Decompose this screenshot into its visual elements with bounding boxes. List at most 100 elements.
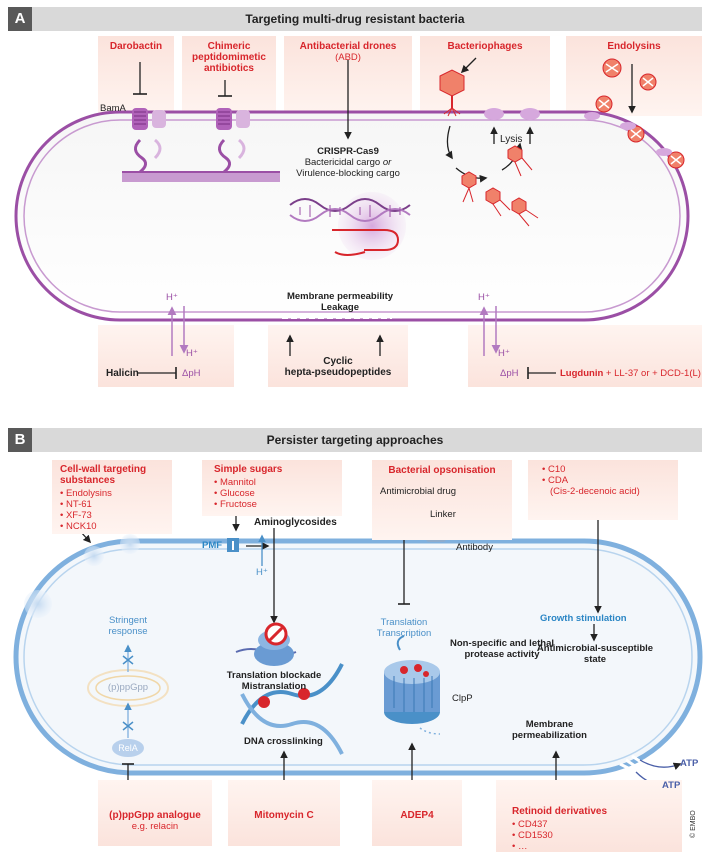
cyclic-text: Cyclic hepta-pseudopeptides <box>268 356 408 378</box>
membrane-perm-line-2: permeabilization <box>512 730 587 741</box>
lysis-bumps <box>484 108 540 120</box>
bama-label: BamA <box>100 103 126 114</box>
panel-a-header: A Targeting multi-drug resistant bacteri… <box>8 7 702 31</box>
membrane-line-2: Leakage <box>320 302 360 313</box>
phage-icon <box>439 69 465 117</box>
inner-membrane-segment <box>122 172 280 182</box>
crispr-title: CRISPR-Cas9 <box>317 146 379 157</box>
credit-text: © EMBO <box>690 810 697 838</box>
bama-protein-1 <box>132 108 166 174</box>
chimeric-line-1: Chimeric <box>207 41 251 52</box>
panel-a-title: Targeting multi-drug resistant bacteria <box>245 12 465 26</box>
c10-list: C10 CDA <box>542 464 678 486</box>
translation-blockade-text: Translation blockade Mistranslation <box>216 670 332 692</box>
clpp-icon <box>384 635 441 735</box>
retinoid-list: CD437 CD1530 … <box>512 819 682 852</box>
h-plus-top-right: H⁺ <box>478 292 490 303</box>
transcription-label: Transcription <box>376 628 432 639</box>
crispr-text: CRISPR-Cas9 Bactericidal cargo or Virule… <box>282 146 414 179</box>
mitomycin-label: Mitomycin C <box>254 810 314 821</box>
retinoid-item: CD437 <box>512 819 682 830</box>
growth-stimulation-label: Growth stimulation <box>540 613 627 624</box>
stringent-line-2: response <box>108 626 148 637</box>
sugars-item: Fructose <box>214 499 342 510</box>
h-plus-bottom-right: H⁺ <box>498 348 510 359</box>
atp-label-1: ATP <box>680 758 699 769</box>
mistranslation: Mistranslation <box>241 681 307 692</box>
atp-label-2: ATP <box>662 780 681 791</box>
panel-b-letter: B <box>8 428 32 452</box>
linker-label: Linker <box>430 509 456 520</box>
translation-transcription-text: Translation Transcription <box>368 617 440 639</box>
halicin-box <box>98 325 234 387</box>
lugdunin-box <box>468 325 702 387</box>
susceptible-line-1: Antimicrobial-susceptible <box>536 643 654 654</box>
susceptible-line-2: state <box>583 654 607 665</box>
nonspecific-text: Non-specific and lethal protease activit… <box>434 638 570 660</box>
sugars-item: Mannitol <box>214 477 342 488</box>
endolysins-box: Endolysins <box>566 36 702 116</box>
translation-label: Translation <box>380 617 428 628</box>
opsonisation-title: Bacterial opsonisation <box>388 465 496 476</box>
cellwall-item: XF-73 <box>60 510 172 521</box>
adep4-box: ADEP4 <box>372 780 462 846</box>
delta-ph-right: ΔpH <box>500 368 519 379</box>
crispr-or: or <box>382 157 392 168</box>
crispr-line-2: Bactericidal cargo <box>304 157 381 168</box>
cyclic-line-1: Cyclic <box>323 356 353 367</box>
retinoid-title: Retinoid derivatives <box>512 806 608 817</box>
translation-blockade: Translation blockade <box>226 670 322 681</box>
lugdunin-label: Lugdunin <box>560 368 604 379</box>
sugars-list: Mannitol Glucose Fructose <box>214 477 342 510</box>
dna-crosslinking-label: DNA crosslinking <box>244 736 323 747</box>
retinoid-box: Retinoid derivatives CD437 CD1530 … <box>496 780 682 852</box>
h-plus-b: H⁺ <box>256 567 268 578</box>
drones-subtitle: (ABD) <box>335 52 361 63</box>
cellwall-title-2: substances <box>60 475 116 486</box>
lugdunin-rest: + LL-37 or + DCD-1(L) <box>603 368 701 379</box>
lysis-label: Lysis <box>500 134 523 145</box>
lugdunin-text: Lugdunin + LL-37 or + DCD-1(L) <box>560 368 701 379</box>
crispr-line-3: Virulence-blocking cargo <box>296 168 400 179</box>
stringent-line-1: Stringent <box>108 615 148 626</box>
rela-label: RelA <box>118 743 138 753</box>
retinoid-item: CD1530 <box>512 830 682 841</box>
antibody-label: Antibody <box>456 542 493 553</box>
membrane-perm-line-1: Membrane <box>525 719 574 730</box>
opsonisation-box: Bacterial opsonisation <box>372 460 512 540</box>
nonspecific-line-2: protease activity <box>464 649 540 660</box>
cyclic-line-2: hepta-pseudopeptides <box>284 367 392 378</box>
c10-item-sub: (Cis-2-decenoic acid) <box>550 486 640 497</box>
endolysins-label: Endolysins <box>607 41 661 52</box>
mitomycin-box: Mitomycin C <box>228 780 340 846</box>
chimeric-box: Chimeric peptidomimetic antibiotics <box>182 36 276 116</box>
pmf-label: PMF <box>202 540 223 551</box>
progeny-phages <box>461 145 539 227</box>
nonspecific-line-1: Non-specific and lethal <box>450 638 554 649</box>
sugars-box: Simple sugars Mannitol Glucose Fructose <box>202 460 342 516</box>
darobactin-box: Darobactin <box>98 36 174 116</box>
cellwall-item: NT-61 <box>60 499 172 510</box>
chimeric-line-3: antibiotics <box>203 63 254 74</box>
cellwall-item: NCK10 <box>60 521 172 532</box>
cellwall-title-1: Cell-wall targeting <box>60 464 147 475</box>
ppgpp-label: (p)ppGpp <box>107 682 149 693</box>
adep4-label: ADEP4 <box>400 810 434 821</box>
endolysin-icons <box>584 58 685 169</box>
panel-a-letter: A <box>8 7 32 31</box>
drones-title: Antibacterial drones <box>299 41 397 52</box>
panel-b-cell <box>13 538 703 776</box>
susceptible-text: Antimicrobial-susceptible state <box>520 643 670 665</box>
aminoglycosides-label: Aminoglycosides <box>254 517 337 528</box>
halicin-label: Halicin <box>106 368 139 379</box>
panel-b-header: B Persister targeting approaches <box>8 428 702 452</box>
rela-blob <box>112 739 144 757</box>
cellwall-item: Endolysins <box>60 488 172 499</box>
sugars-item: Glucose <box>214 488 342 499</box>
membrane-line-1: Membrane permeability <box>286 291 394 302</box>
ppgpp-analogue-sub: e.g. relacin <box>131 821 179 832</box>
ppgpp-analogue-box: (p)ppGpp analogue e.g. relacin <box>98 780 212 846</box>
membrane-perm-text: Membrane permeabilization <box>512 719 587 741</box>
stringent-text: Stringent response <box>86 615 170 637</box>
sugars-title: Simple sugars <box>214 464 283 475</box>
